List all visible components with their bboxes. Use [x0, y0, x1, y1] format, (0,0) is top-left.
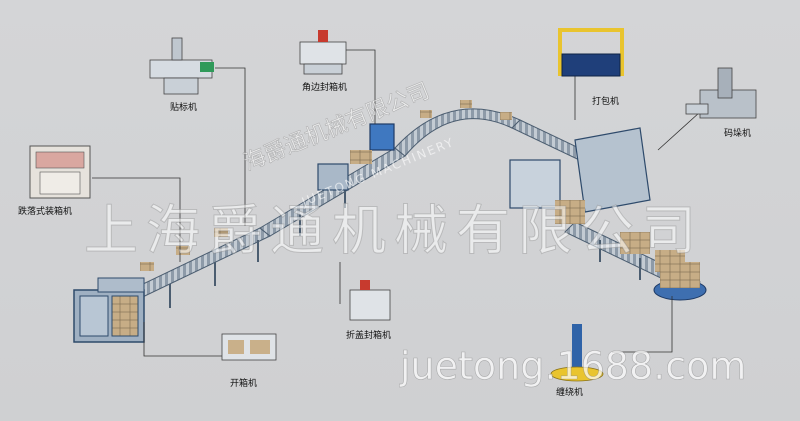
leader-drop-packer [92, 177, 181, 262]
corner-sealer-machine [299, 30, 347, 75]
leader-lines [92, 49, 701, 357]
fold-sealer-machine [349, 280, 391, 321]
case-erector-machine [221, 333, 277, 361]
label-labeler: 贴标机 [170, 103, 198, 113]
drop-packer-machine [29, 145, 91, 199]
carton-group-curve [420, 100, 512, 120]
leader-erector [143, 322, 224, 357]
leader-corner-sealer [345, 49, 376, 124]
watermark-company-cn: 上海爵通机械有限公司 [84, 199, 704, 263]
wrapper-turntable [653, 262, 707, 301]
carton-group-left [140, 228, 228, 271]
label-strapping: 打包机 [592, 97, 620, 107]
label-fold-sealer: 折盖封箱机 [346, 331, 392, 341]
label-wrapper: 缠绕机 [556, 388, 584, 398]
label-drop-packer: 跌落式装箱机 [18, 207, 73, 217]
label-corner-sealer: 角边封箱机 [302, 83, 348, 93]
label-palletizer: 码垛机 [724, 129, 752, 139]
watermark-url: juetong.1688.com [400, 344, 747, 389]
leader-labeler [215, 67, 246, 226]
palletizer-robot [685, 67, 757, 119]
drop-packer-station [73, 277, 145, 343]
leader-wrapper [612, 296, 673, 353]
strapping-machine [558, 28, 624, 77]
inline-sealer-unit [317, 123, 395, 191]
label-erector: 开箱机 [230, 379, 258, 389]
leader-palletizer [657, 111, 701, 151]
wrapper-machine [550, 324, 604, 382]
labeler-machine [149, 37, 214, 95]
